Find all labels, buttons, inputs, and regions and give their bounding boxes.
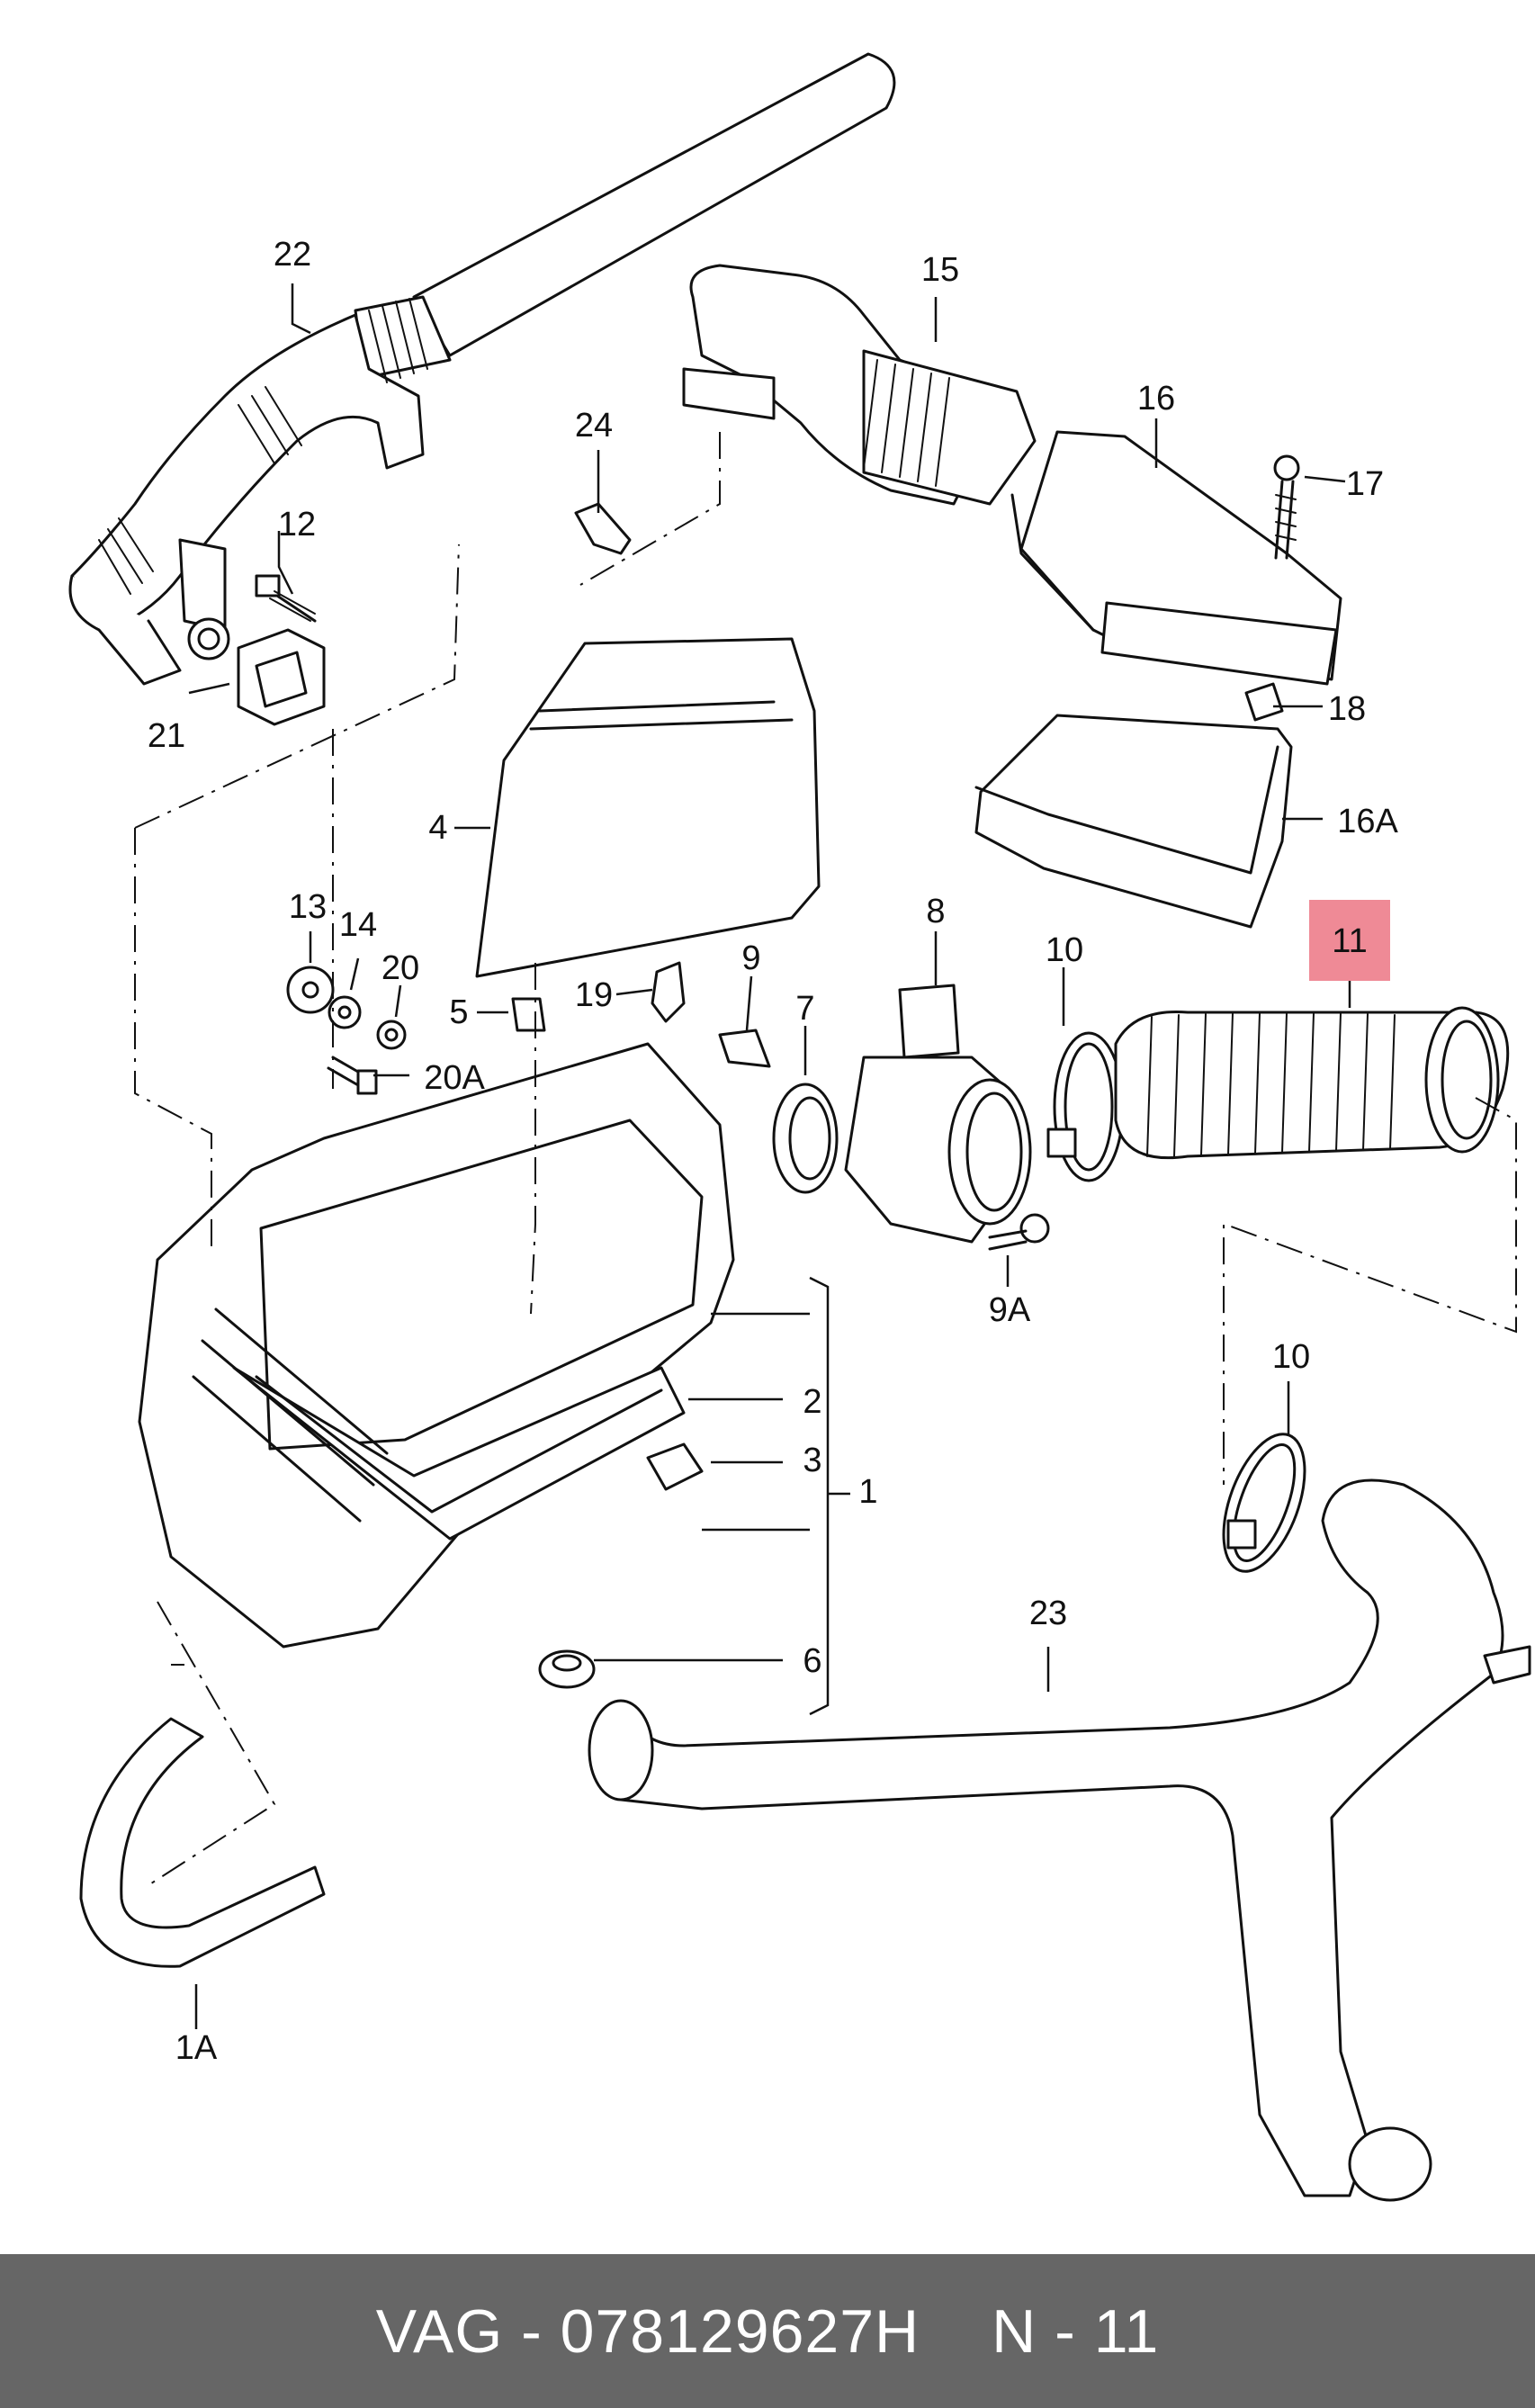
callout-5: 5 (449, 993, 468, 1031)
exploded-parts-diagram: 1 1A 2 3 4 5 6 7 8 9 9A 10 10 11 12 13 1… (68, 52, 1531, 2202)
callout-7: 7 (795, 990, 814, 1028)
callout-16: 16 (1137, 380, 1175, 418)
callout-4: 4 (428, 809, 447, 847)
part-10-hose-clamp-lower (1222, 1433, 1306, 1573)
callout-20A: 20A (424, 1059, 485, 1097)
part-18-clip (1244, 682, 1284, 722)
callout-labels: 1 1A 2 3 4 5 6 7 8 9 9A 10 10 11 12 13 1… (148, 236, 1399, 2067)
callout-15: 15 (921, 251, 959, 289)
part-22-intake-pipe (68, 52, 896, 686)
part-number-footer: VAG - 078129627H N - 11 (0, 2254, 1535, 2408)
part-12-bolt (255, 574, 317, 623)
callout-8: 8 (926, 893, 945, 930)
part-11-intake-hose[interactable] (1114, 1006, 1510, 1160)
part-21-grommet (237, 628, 326, 726)
callout-6: 6 (803, 1642, 821, 1680)
part-16A-duct-adapter (974, 714, 1293, 929)
callout-13: 13 (289, 888, 327, 926)
part-13-washer (286, 966, 335, 1014)
part-10-hose-clamp-upper (1046, 1031, 1125, 1182)
callout-9: 9 (741, 939, 760, 977)
part-19-clip (651, 961, 686, 1023)
part-20A-bolt (327, 1056, 378, 1095)
callout-10-lower: 10 (1272, 1338, 1310, 1376)
part-4-filter-cover (475, 637, 821, 978)
callout-22: 22 (274, 236, 311, 274)
callout-9A: 9A (989, 1291, 1031, 1329)
callout-11: 11 (1332, 922, 1367, 960)
part-16-duct (1010, 430, 1342, 686)
position-reference: N - 11 (992, 2296, 1160, 2366)
callout-21: 21 (148, 717, 185, 755)
leader-lines (188, 283, 1351, 2029)
callout-12: 12 (278, 506, 316, 544)
callout-1: 1 (858, 1473, 877, 1511)
callout-18: 18 (1328, 690, 1366, 728)
part-3-clip (646, 1442, 704, 1491)
callout-14: 14 (339, 906, 377, 944)
part-14-washer (328, 995, 362, 1029)
part-17-screw (1273, 454, 1300, 560)
callout-10-upper: 10 (1046, 931, 1083, 969)
part-number: VAG - 078129627H (375, 2296, 920, 2366)
part-24-clip (574, 502, 632, 555)
part-23-lower-pipe (588, 1478, 1531, 2202)
part-1-filter-housing (138, 1042, 735, 1649)
callout-19: 19 (575, 976, 613, 1014)
callout-17: 17 (1346, 465, 1384, 503)
callout-1A: 1A (175, 2029, 218, 2067)
callout-2: 2 (803, 1383, 821, 1421)
highlight-box (1309, 900, 1390, 981)
part-20-nut (376, 1020, 407, 1050)
part-6-grommet (538, 1649, 596, 1689)
part-7-ring (772, 1083, 839, 1194)
callout-3: 3 (803, 1442, 821, 1479)
part-9-clip (718, 1029, 771, 1068)
reference-lines (134, 432, 1517, 1886)
part-9A-screw (988, 1213, 1050, 1251)
part-2-filter-element (232, 1366, 686, 1541)
part-8-maf-sensor (844, 984, 1032, 1244)
callout-20: 20 (382, 949, 419, 987)
callout-23: 23 (1029, 1595, 1067, 1632)
part-15-air-duct (682, 264, 1037, 506)
part-1A-seal (79, 1717, 326, 1968)
footer-text: VAG - 078129627H N - 11 (376, 2296, 1160, 2367)
callout-24: 24 (575, 407, 613, 445)
callout-16A: 16A (1337, 803, 1398, 840)
part-5-clip (511, 997, 546, 1032)
